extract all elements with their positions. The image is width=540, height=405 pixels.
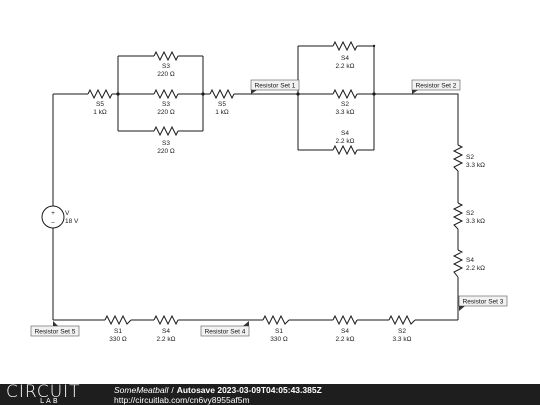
resistor-s4-right-3[interactable]: S4 2.2 kΩ bbox=[452, 249, 485, 278]
resistor-value: 220 Ω bbox=[157, 71, 175, 78]
svg-text:+: + bbox=[51, 210, 55, 217]
resistor-name: S5 bbox=[96, 101, 104, 108]
circuit-title: Autosave 2023-03-09T04:05:43.385Z bbox=[176, 385, 322, 395]
resistor-value: 3.3 kΩ bbox=[336, 109, 355, 116]
net-tag-set4[interactable]: Resistor Set 4 bbox=[200, 321, 250, 337]
resistor-value: 330 Ω bbox=[270, 336, 288, 343]
resistor-s1-bottom-1[interactable]: S1 330 Ω bbox=[104, 314, 132, 343]
net-tag-label: Resistor Set 5 bbox=[35, 329, 76, 336]
resistor-s4-bottom-4[interactable]: S4 2.2 kΩ bbox=[332, 314, 358, 343]
net-tag-label: Resistor Set 1 bbox=[255, 83, 296, 90]
resistor-s4-bottom[interactable]: S4 2.2 kΩ bbox=[332, 130, 358, 156]
resistor-s3-middle[interactable]: S3 220 Ω bbox=[153, 88, 179, 116]
resistor-s1-bottom-3[interactable]: S1 330 Ω bbox=[262, 314, 290, 343]
resistor-value: 2.2 kΩ bbox=[336, 138, 355, 145]
net-tag-set5[interactable]: Resistor Set 5 bbox=[30, 321, 80, 337]
resistor-value: 2.2 kΩ bbox=[336, 336, 355, 343]
resistor-value: 220 Ω bbox=[157, 109, 175, 116]
resistor-name: S5 bbox=[218, 101, 226, 108]
resistor-name: S4 bbox=[466, 257, 474, 264]
footer-title-line: SomeMeatball/Autosave 2023-03-09T04:05:4… bbox=[114, 385, 322, 395]
resistor-s3-top[interactable]: S3 220 Ω bbox=[153, 50, 179, 78]
resistor-name: S2 bbox=[466, 154, 474, 161]
resistor-s4-top[interactable]: S4 2.2 kΩ bbox=[332, 40, 358, 70]
resistor-s4-bottom-2[interactable]: S4 2.2 kΩ bbox=[153, 314, 179, 343]
svg-text:−: − bbox=[51, 220, 55, 227]
junction-dots bbox=[116, 44, 376, 96]
resistor-name: S4 bbox=[341, 55, 349, 62]
circuit-schematic[interactable]: + − V 18 V S5 1 kΩ S3 220 Ω S3 220 Ω S3 … bbox=[0, 0, 540, 384]
resistor-s3-bottom[interactable]: S3 220 Ω bbox=[153, 125, 179, 155]
separator: / bbox=[171, 385, 174, 395]
voltage-source[interactable]: + − V 18 V bbox=[41, 205, 79, 229]
resistor-name: S1 bbox=[275, 328, 283, 335]
resistor-value: 330 Ω bbox=[109, 336, 127, 343]
resistor-s5-middle[interactable]: S5 1 kΩ bbox=[209, 88, 235, 116]
net-tag-set3[interactable]: Resistor Set 3 bbox=[458, 295, 508, 311]
resistor-name: S4 bbox=[341, 328, 349, 335]
resistor-value: 220 Ω bbox=[157, 148, 175, 155]
resistor-name: S2 bbox=[466, 210, 474, 217]
resistor-value: 2.2 kΩ bbox=[157, 336, 176, 343]
battery-symbol: V bbox=[65, 210, 70, 217]
resistor-name: S4 bbox=[162, 328, 170, 335]
logo-text-top: CIRCUIT bbox=[6, 382, 81, 402]
battery-value: 18 V bbox=[65, 218, 79, 225]
resistor-name: S2 bbox=[398, 328, 406, 335]
logo-text-bottom: LAB bbox=[40, 397, 60, 405]
net-tag-label: Resistor Set 3 bbox=[463, 299, 504, 306]
resistor-name: S4 bbox=[341, 130, 349, 137]
resistor-name: S3 bbox=[162, 63, 170, 70]
resistor-value: 1 kΩ bbox=[93, 109, 107, 116]
resistor-value: 2.2 kΩ bbox=[336, 63, 355, 70]
resistor-name: S2 bbox=[341, 101, 349, 108]
circuit-url[interactable]: http://circuitlab.com/cn6vy8955af5m bbox=[114, 395, 250, 405]
net-tag-set2[interactable]: Resistor Set 2 bbox=[411, 79, 461, 94]
resistor-name: S3 bbox=[162, 140, 170, 147]
resistor-value: 3.3 kΩ bbox=[466, 162, 485, 169]
resistor-name: S3 bbox=[162, 101, 170, 108]
resistor-s2-middle[interactable]: S2 3.3 kΩ bbox=[332, 88, 358, 116]
resistor-s5-left[interactable]: S5 1 kΩ bbox=[87, 88, 113, 116]
resistor-s2-right-2[interactable]: S2 3.3 kΩ bbox=[452, 202, 485, 230]
net-tag-label: Resistor Set 4 bbox=[205, 329, 246, 336]
resistor-value: 1 kΩ bbox=[215, 109, 229, 116]
resistor-name: S1 bbox=[114, 328, 122, 335]
circuitlab-logo[interactable]: CIRCUIT LAB bbox=[6, 382, 98, 405]
author-name[interactable]: SomeMeatball bbox=[114, 385, 169, 395]
resistor-value: 2.2 kΩ bbox=[466, 265, 485, 272]
footer-bar: CIRCUIT LAB SomeMeatball/Autosave 2023-0… bbox=[0, 382, 540, 405]
resistor-value: 3.3 kΩ bbox=[466, 218, 485, 225]
resistor-s2-right-1[interactable]: S2 3.3 kΩ bbox=[452, 144, 485, 172]
net-tag-label: Resistor Set 2 bbox=[416, 83, 457, 90]
wires bbox=[52, 45, 459, 321]
resistor-value: 3.3 kΩ bbox=[393, 336, 412, 343]
net-tag-set1[interactable]: Resistor Set 1 bbox=[250, 79, 300, 94]
resistor-s2-bottom-5[interactable]: S2 3.3 kΩ bbox=[388, 314, 416, 343]
